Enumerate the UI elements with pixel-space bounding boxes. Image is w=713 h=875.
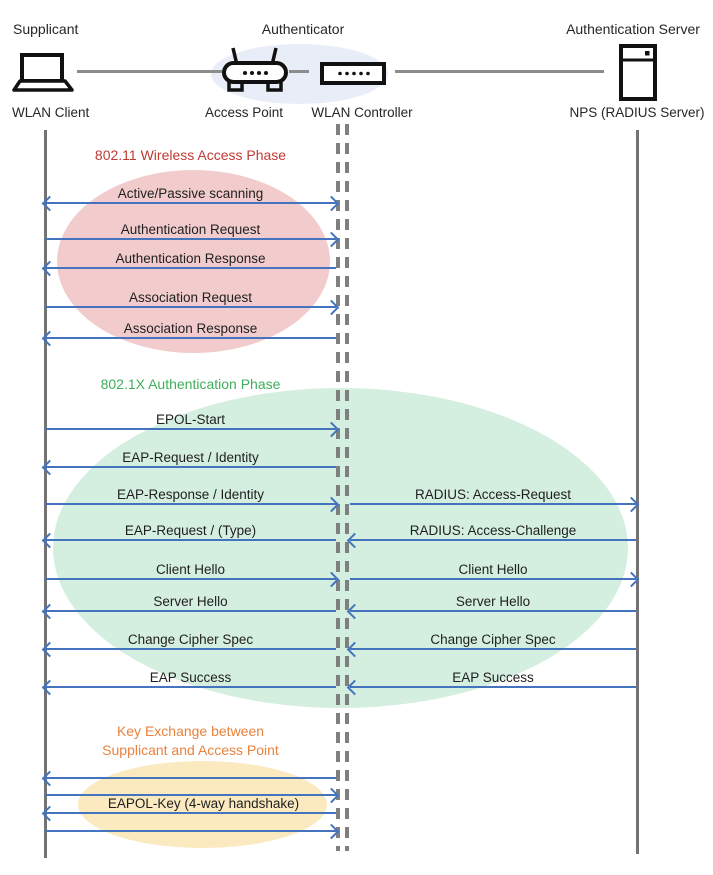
wlan-controller-icon [320,62,386,90]
message-arrow: Association Request [45,290,336,308]
message-label: EAP Success [149,670,232,685]
message-arrow [45,794,336,796]
message-arrow: Server Hello [350,594,636,612]
message-label: RADIUS: Access-Request [414,487,572,502]
connector-line [395,70,604,73]
message-label: Change Cipher Spec [127,632,254,647]
device-label-nps-radius-server: NPS (RADIUS Server) [569,105,705,120]
access-point-icon [218,46,292,99]
phase3-ellipse [78,761,327,848]
message-arrow: RADIUS: Access-Challenge [350,523,636,541]
phase1-title: 802.11 Wireless Access Phase [94,147,287,163]
message-arrow: Active/Passive scanning [45,186,336,204]
connector-line [289,70,309,73]
role-label-supplicant: Supplicant [13,21,79,37]
auth-server-lifeline [636,130,639,854]
message-arrow: Association Response [45,321,336,339]
phase2-ellipse [53,388,628,708]
message-label: Association Response [123,321,258,336]
supplicant-lifeline [44,130,47,858]
device-label-wlan-client: WLAN Client [12,105,90,120]
message-label: Server Hello [455,594,531,609]
message-label: Client Hello [155,562,226,577]
phase1-ellipse [57,170,330,353]
message-label: Association Request [128,290,253,305]
authenticator-lifeline-dashed [345,124,349,851]
message-label: Authentication Response [115,251,266,266]
device-label-wlan-controller: WLAN Controller [311,105,413,120]
message-arrow: Authentication Response [45,251,336,269]
message-arrow: Authentication Request [45,222,336,240]
message-arrow: Client Hello [45,562,336,580]
message-label: Client Hello [458,562,528,577]
message-label: RADIUS: Access-Challenge [409,523,577,538]
laptop-icon [12,53,74,98]
message-arrow: Client Hello [350,562,636,580]
message-label: EAPOL-Key (4-way handshake) [107,796,300,811]
message-arrow: EAP Success [350,670,636,688]
message-label: Server Hello [153,594,228,609]
message-arrow: EAPOL-Key (4-way handshake) [45,796,336,814]
phase3-title: Key Exchange between Supplicant and Acce… [102,723,279,758]
server-icon [619,44,657,106]
message-arrow [45,777,336,779]
message-arrow: EAP Success [45,670,336,688]
message-arrow: EAP-Request / Identity [45,450,336,468]
message-label: Active/Passive scanning [117,186,264,201]
message-label: Change Cipher Spec [430,632,556,647]
message-arrow: Server Hello [45,594,336,612]
phase2-title: 802.1X Authentication Phase [100,376,281,392]
device-label-access-point: Access Point [204,105,284,120]
role-label-authenticator: Authenticator [261,21,345,37]
message-arrow: RADIUS: Access-Request [350,487,636,505]
message-label: EAP-Request / (Type) [124,523,257,538]
message-label: EAP-Response / Identity [116,487,265,502]
message-label: Authentication Request [120,222,261,237]
message-arrow: Change Cipher Spec [350,632,636,650]
message-label: EAP-Request / Identity [122,450,259,465]
message-arrow: EAP-Response / Identity [45,487,336,505]
message-label: EPOL-Start [155,412,226,427]
message-label: EAP Success [452,670,534,685]
authenticator-lifeline-dashed [336,124,340,851]
message-arrow: EPOL-Start [45,412,336,430]
role-label-authentication-server: Authentication Server [566,21,700,37]
message-arrow: Change Cipher Spec [45,632,336,650]
message-arrow [45,830,336,832]
connector-line [77,70,222,73]
message-arrow: EAP-Request / (Type) [45,523,336,541]
